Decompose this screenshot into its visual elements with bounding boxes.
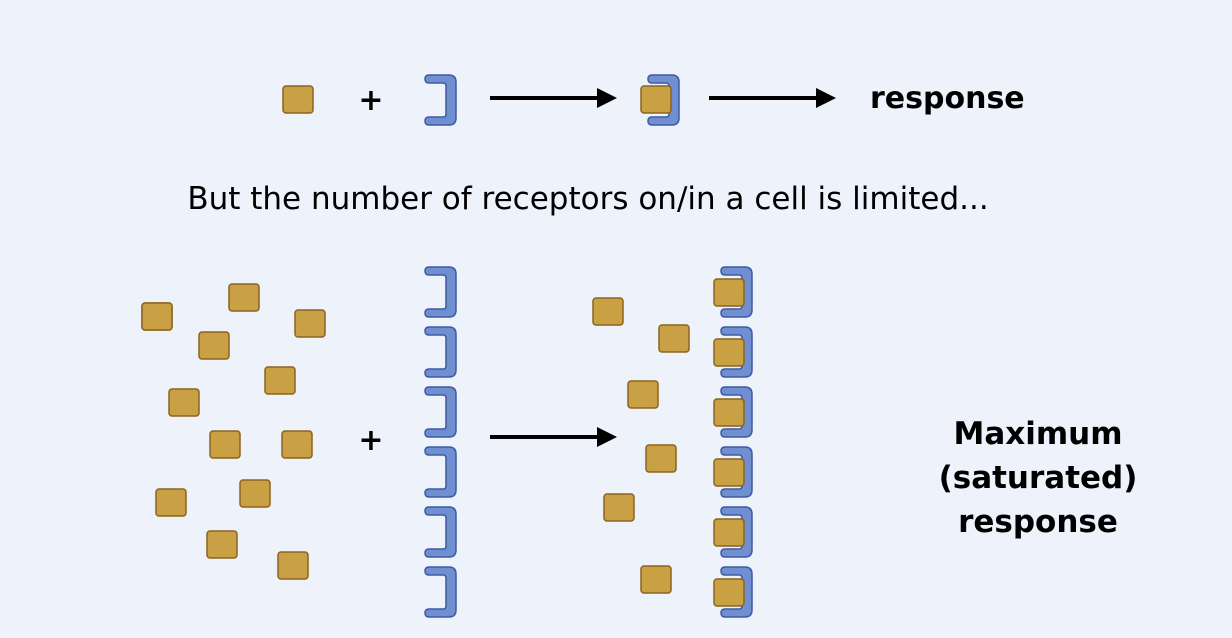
receptor-icon [424,506,457,558]
result-line-3: response [958,504,1118,540]
complex-ligand-icon [640,85,672,114]
ligand-icon [264,366,296,395]
arrow-head [816,88,836,108]
ligand-icon [603,493,635,522]
complex-ligand-icon [713,338,745,367]
receptor-column [424,266,457,618]
ligand-icon [141,302,173,331]
ligand-icon [282,85,314,114]
ligand-icon [640,565,672,594]
ligand-icon [281,430,313,459]
receptor-icon [424,326,457,378]
binding-equation-row: + response [282,74,1025,126]
ligand-icon [627,380,659,409]
bound-complex [713,506,753,558]
receptor-icon [424,386,457,438]
caption-text: But the number of receptors on/in a cell… [187,181,988,217]
complex-ligand-icon [713,458,745,487]
ligand-icon [658,324,690,353]
bound-complex [713,386,753,438]
ligand-icon [239,479,271,508]
arrow-head [597,427,617,447]
bound-complex [713,566,753,618]
ligand-icon [277,551,309,580]
receptor-icon [424,566,457,618]
ligand-icon [645,444,677,473]
receptor-icon [424,74,457,126]
complex-ligand-icon [713,278,745,307]
ligand-icon [198,331,230,360]
ligand-icon [592,297,624,326]
ligand-receptor-complex-icon [640,74,680,126]
response-label: response [870,81,1025,116]
ligand-icon [282,85,314,114]
receptor-icon [424,446,457,498]
complex-ligand-icon [713,518,745,547]
complex-ligand-icon [713,398,745,427]
bound-complex-column [713,266,753,618]
ligand-icon [168,388,200,417]
ligand-icon [294,309,326,338]
result-line-1: Maximum [953,416,1122,452]
right-arrow-icon [709,88,836,108]
bound-complex [713,266,753,318]
complex-ligand-icon [713,578,745,607]
right-arrow-icon [490,427,617,447]
plus-sign: + [358,423,383,458]
receptor-icon [424,74,457,126]
free-ligand-cluster [141,283,326,580]
ligand-icon [155,488,187,517]
bound-complex [713,326,753,378]
ligand-icon [228,283,260,312]
right-arrow-icon [490,88,617,108]
ligand-icon [206,530,238,559]
bound-complex [713,446,753,498]
ligand-icon [209,430,241,459]
result-line-2: (saturated) [939,460,1138,496]
saturation-row: + Maximum (saturated) response [141,266,1138,618]
arrow-head [597,88,617,108]
plus-sign: + [358,83,383,118]
receptor-icon [424,266,457,318]
remaining-free-ligand-cluster [592,297,690,594]
